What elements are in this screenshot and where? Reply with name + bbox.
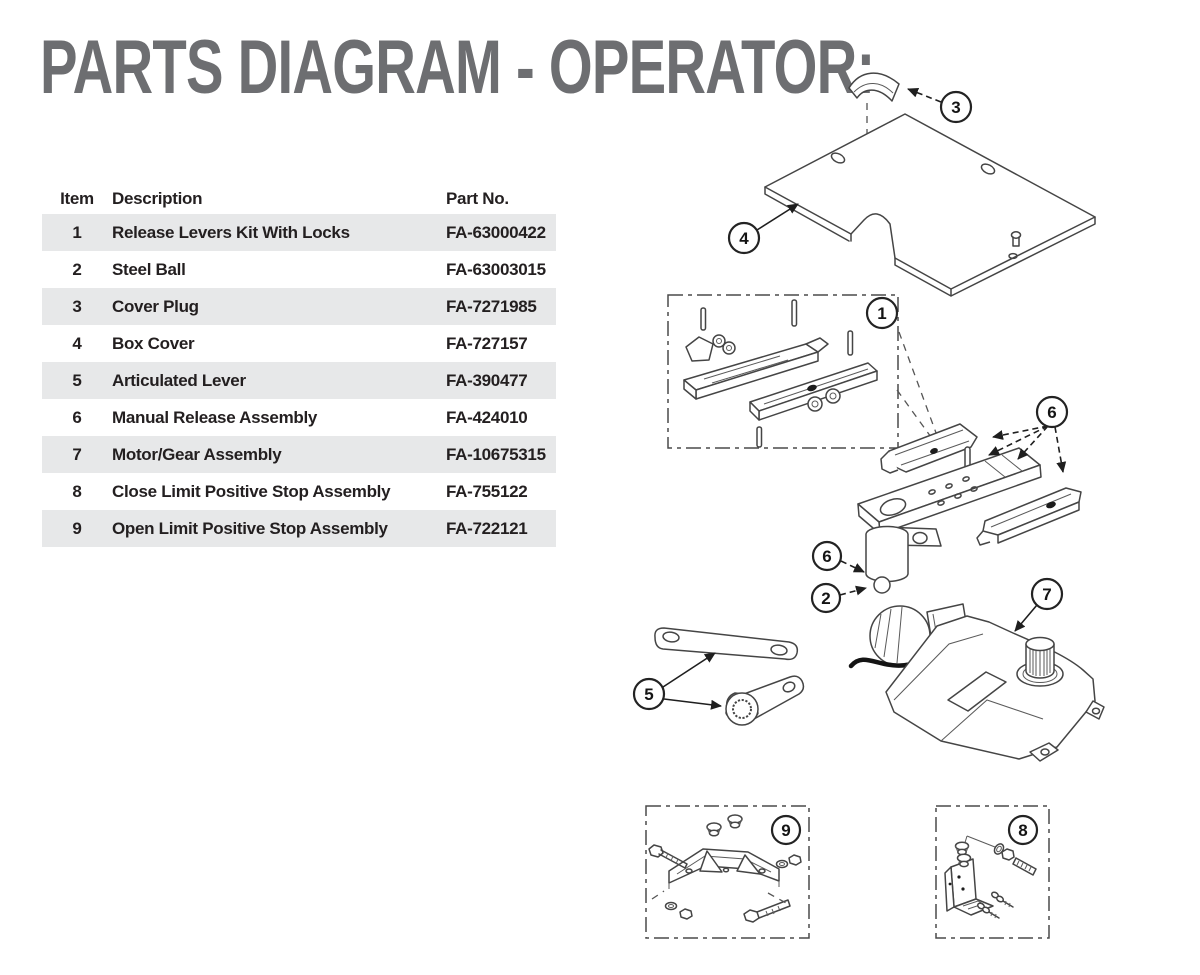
- cell-part-no: FA-7271985: [446, 296, 537, 316]
- cell-part-no: FA-727157: [446, 333, 528, 353]
- stop-assembly-8-box: [935, 805, 1050, 939]
- svg-text:8: 8: [1018, 821, 1027, 840]
- cell-description: Motor/Gear Assembly: [112, 444, 282, 464]
- part-steel-ball: [873, 576, 891, 594]
- cell-item: 3: [72, 296, 82, 316]
- part-articulated-lever: [654, 627, 805, 726]
- stop-assembly-9-box: [645, 805, 810, 939]
- cell-part-no: FA-63000422: [446, 222, 546, 242]
- cell-item: 2: [72, 259, 82, 279]
- callout-5: 5: [632, 652, 722, 711]
- cell-description: Open Limit Positive Stop Assembly: [112, 518, 388, 538]
- header-item: Item: [60, 189, 94, 208]
- cell-part-no: FA-63003015: [446, 259, 546, 279]
- table-row: 4 Box Cover FA-727157: [42, 325, 556, 362]
- callout-3: 3: [907, 88, 973, 124]
- svg-text:4: 4: [739, 229, 749, 248]
- svg-text:1: 1: [877, 304, 886, 323]
- callout-2: 2: [810, 582, 867, 614]
- page-title: PARTS DIAGRAM - OPERATOR:: [40, 25, 875, 110]
- svg-text:2: 2: [821, 589, 830, 608]
- callout-7: 7: [1014, 577, 1064, 632]
- table-row: 6 Manual Release Assembly FA-424010: [42, 399, 556, 436]
- cell-part-no: FA-10675315: [446, 444, 546, 464]
- cell-description: Close Limit Positive Stop Assembly: [112, 481, 391, 501]
- cell-description: Manual Release Assembly: [112, 407, 318, 427]
- table-row: 9 Open Limit Positive Stop Assembly FA-7…: [42, 510, 556, 547]
- cell-item: 9: [72, 518, 82, 538]
- callout-8: 8: [1007, 814, 1039, 846]
- table-row: 2 Steel Ball FA-63003015: [42, 251, 556, 288]
- svg-text:6: 6: [822, 547, 831, 566]
- release-levers-kit-box: [667, 294, 940, 449]
- part-box-cover: [764, 103, 1096, 297]
- parts-table: Item Description Part No. 1 Release Leve…: [42, 184, 556, 547]
- callout-1: 1: [865, 296, 899, 330]
- cell-part-no: FA-755122: [446, 481, 528, 501]
- cell-part-no: FA-390477: [446, 370, 528, 390]
- cell-item: 8: [72, 481, 82, 501]
- cell-item: 6: [72, 407, 82, 427]
- cell-item: 1: [72, 222, 82, 242]
- cell-item: 4: [72, 333, 82, 353]
- header-description: Description: [112, 189, 203, 208]
- callout-4: 4: [727, 203, 799, 255]
- table-row: 7 Motor/Gear Assembly FA-10675315: [42, 436, 556, 473]
- callout-6-left: 6: [811, 540, 865, 573]
- svg-text:5: 5: [644, 685, 653, 704]
- cell-description: Release Levers Kit With Locks: [112, 222, 350, 242]
- svg-text:7: 7: [1042, 585, 1051, 604]
- cell-part-no: FA-722121: [446, 518, 528, 538]
- table-row: 5 Articulated Lever FA-390477: [42, 362, 556, 399]
- part-cover-plug: [848, 72, 900, 102]
- svg-text:9: 9: [781, 821, 790, 840]
- table-row: 3 Cover Plug FA-7271985: [42, 288, 556, 325]
- cell-item: 5: [72, 370, 82, 390]
- cell-description: Cover Plug: [112, 296, 199, 316]
- callout-6-top: 6: [988, 395, 1069, 473]
- callout-9: 9: [770, 814, 802, 846]
- svg-text:3: 3: [951, 98, 960, 117]
- cell-part-no: FA-424010: [446, 407, 528, 427]
- cell-description: Steel Ball: [112, 259, 186, 279]
- cell-description: Box Cover: [112, 333, 195, 353]
- part-motor-gear-assembly: [848, 603, 1105, 762]
- table-row: 8 Close Limit Positive Stop Assembly FA-…: [42, 473, 556, 510]
- part-manual-release-assembly: [857, 423, 1082, 583]
- svg-text:6: 6: [1047, 403, 1056, 422]
- parts-table-header: Item Description Part No.: [42, 184, 556, 214]
- cell-item: 7: [72, 444, 82, 464]
- header-part-no: Part No.: [446, 189, 509, 208]
- cell-description: Articulated Lever: [112, 370, 246, 390]
- table-row: 1 Release Levers Kit With Locks FA-63000…: [42, 214, 556, 251]
